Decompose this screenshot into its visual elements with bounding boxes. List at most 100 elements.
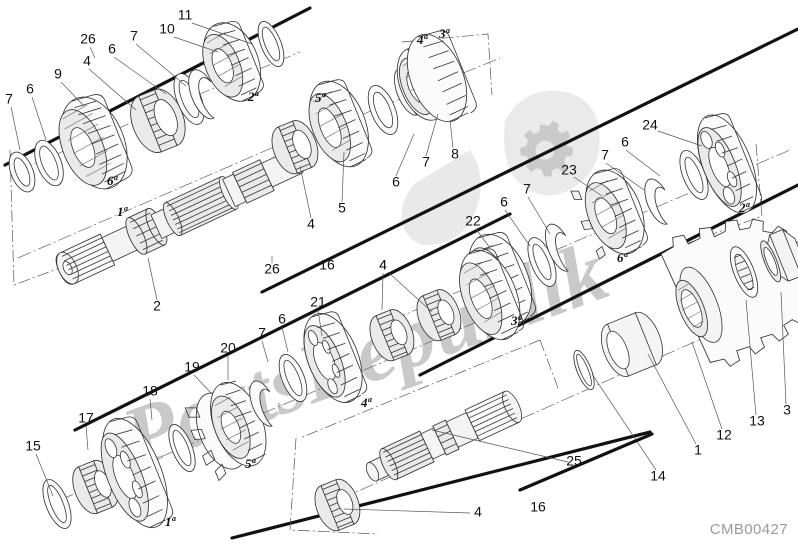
part-circlip-7-upper (188, 69, 215, 120)
leader-6-f (504, 209, 531, 247)
gear-position-label: 2ª (247, 89, 260, 104)
part-circlip-7-lower (249, 380, 273, 427)
dashbox-shaft2-b (539, 339, 559, 389)
callout-number: 6 (278, 311, 286, 327)
leader-4-g (343, 508, 471, 514)
part-bearing-4-lower-a (369, 309, 415, 362)
axis-shaft1 (17, 139, 291, 259)
callout-number: 21 (310, 294, 326, 310)
callout-number: 7 (422, 154, 430, 170)
callout-number: 7 (130, 28, 138, 44)
callout-number: 4 (379, 257, 387, 273)
part-circlip-7-right (644, 178, 668, 225)
part-washer-6-right (679, 150, 709, 200)
part-output-shaft-25 (365, 390, 523, 482)
drawing-code: CMB00427 (709, 521, 788, 538)
callout-number: 5 (338, 200, 346, 216)
leader-26-top (89, 46, 96, 59)
callout-number: 16 (530, 499, 546, 515)
leader-24 (657, 130, 703, 147)
leader-4-e (387, 271, 433, 313)
callout-number: 7 (601, 147, 609, 163)
part-gear-3a (459, 248, 525, 341)
part-gear-24 (697, 113, 763, 214)
part-bearing-4-bottom (314, 478, 361, 532)
gear-position-label: 1ª (165, 514, 177, 529)
leader-25 (431, 429, 569, 463)
callout-number: 6 (621, 134, 629, 150)
callout-number: 4 (379, 257, 387, 273)
callout-number: 7 (5, 91, 13, 107)
callout-number: 8 (451, 146, 459, 162)
part-oring-14 (573, 349, 595, 391)
gear-position-label: 4ª (416, 32, 429, 47)
leader-6-e (625, 149, 661, 177)
part-gear-21 (303, 311, 368, 403)
part-gear-20 (184, 380, 267, 482)
assembly-mainshaft-upper (8, 20, 285, 193)
callout-number: 4 (474, 504, 482, 520)
leader-23 (573, 176, 603, 197)
leader-4-a (88, 68, 137, 111)
leader-7-d (605, 162, 645, 191)
leader-4-c (299, 165, 312, 219)
part-bearing-4-lower-b (416, 289, 462, 342)
callout-number: 26 (264, 261, 280, 277)
part-washer-7-left (8, 151, 36, 193)
callout-number: 24 (642, 117, 658, 133)
gear-position-label: 1ª (117, 204, 129, 219)
callout-number: 12 (716, 427, 732, 443)
callout-number: 11 (178, 7, 193, 23)
assembly-output-shaft (314, 218, 798, 532)
leader-12 (691, 341, 723, 430)
callout-number: 18 (142, 383, 158, 399)
leader-7-b (10, 106, 21, 151)
part-gear-8-double (396, 30, 477, 123)
callout-number: 19 (184, 359, 200, 375)
leader-15 (35, 453, 54, 497)
dashbox-shaft2-a (299, 339, 541, 439)
callout-number: 4 (307, 216, 315, 232)
part-lockwasher-13 (729, 246, 759, 298)
gear-position-label: 2ª (738, 200, 751, 215)
gear-position-label: 3ª (438, 26, 451, 41)
leader-19 (193, 374, 213, 395)
callout-number: 13 (749, 413, 765, 429)
leader-13 (745, 299, 757, 416)
separator-mid-left (73, 212, 512, 432)
callout-number: 15 (25, 438, 41, 454)
leader-17 (85, 425, 89, 451)
part-washer-6-lower (278, 354, 308, 402)
part-washer-6-mid (367, 85, 399, 135)
leader-7-e (527, 196, 551, 235)
assembly-layshaft-lower (42, 248, 525, 529)
callout-number: 14 (650, 468, 666, 484)
part-spacer-1 (600, 311, 663, 377)
part-washer-11 (257, 21, 285, 67)
leader-6-a (113, 56, 167, 95)
gear-position-label: 5ª (315, 90, 327, 105)
dashbox-bearing (289, 437, 379, 535)
gear-position-label: 5ª (245, 456, 257, 471)
axis-upper-mid (299, 57, 501, 141)
callout-number: 3 (783, 402, 791, 418)
part-washer-15 (42, 479, 72, 529)
assembly-upper-middle (271, 30, 477, 175)
part-bearing-17 (72, 459, 119, 515)
callout-number: 1 (694, 442, 702, 458)
part-circlip-7-layshaft (544, 223, 569, 272)
separator-mid-right (418, 183, 798, 377)
callout-number: 4 (83, 53, 91, 69)
callout-number: 2 (153, 298, 161, 314)
callout-number: 6 (392, 174, 400, 190)
callout-number: 22 (465, 213, 481, 229)
part-gear-18 (100, 416, 174, 529)
callout-number: 7 (523, 181, 531, 197)
bracket-16-bottom (518, 432, 654, 492)
part-gear-5 (308, 79, 373, 168)
callout-number: 20 (220, 340, 236, 356)
part-gear-10 (202, 20, 264, 102)
callout-number: 16 (319, 257, 335, 273)
leader-8 (449, 119, 454, 149)
callout-number: 26 (80, 31, 96, 47)
